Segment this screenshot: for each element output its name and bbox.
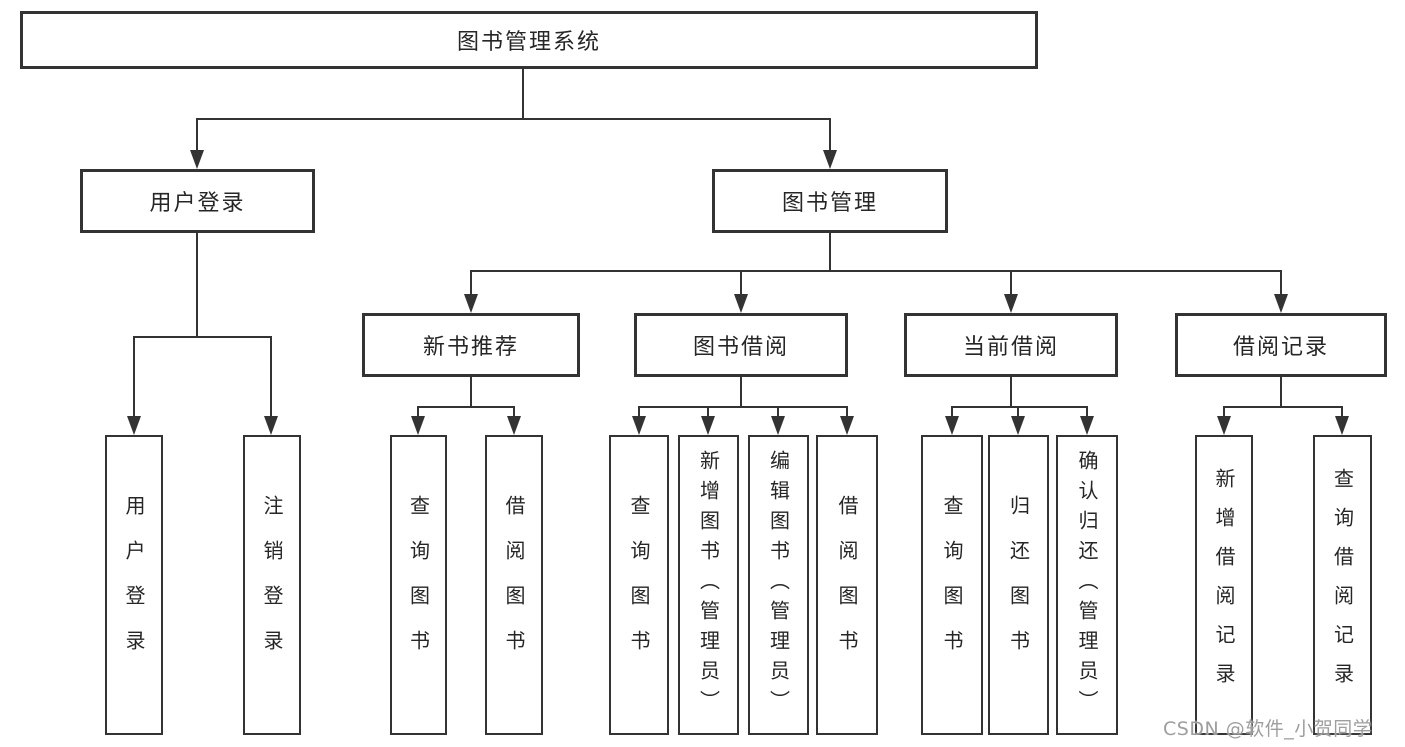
connector-line (522, 69, 524, 118)
leaf-current-confirm-admin-label: 确认归还（管理员） (1075, 450, 1099, 720)
leaf-logout: 注销登录 (243, 435, 301, 735)
leaf-borrow-query: 查询图书 (609, 435, 669, 735)
leaf-borrow-add-admin-label: 新增图书（管理员） (696, 450, 721, 720)
arrow-down-icon (1335, 416, 1349, 435)
arrow-down-icon (264, 416, 278, 435)
leaf-current-confirm-admin: 确认归还（管理员） (1056, 435, 1118, 735)
connector-line (1017, 406, 1019, 417)
arrow-down-icon (734, 294, 748, 313)
connector-line (270, 336, 272, 417)
connector-line (133, 336, 272, 338)
node-user-login-label: 用户登录 (149, 191, 246, 216)
connector-line (470, 270, 1282, 272)
arrow-down-icon (771, 416, 785, 435)
connector-line (1280, 270, 1282, 296)
node-new-book-rec: 新书推荐 (362, 313, 580, 377)
connector-line (777, 406, 779, 417)
arrow-down-icon (1217, 416, 1231, 435)
arrow-down-icon (507, 416, 521, 435)
connector-line (196, 233, 198, 336)
leaf-record-query-label: 查询借阅记录 (1330, 468, 1355, 702)
leaf-logout-label: 注销登录 (260, 495, 284, 675)
leaf-newbook-borrow-label: 借阅图书 (502, 495, 526, 675)
node-user-login: 用户登录 (80, 169, 315, 233)
leaf-record-add: 新增借阅记录 (1195, 435, 1253, 735)
arrow-down-icon (464, 294, 478, 313)
connector-line (1280, 377, 1282, 406)
leaf-record-query: 查询借阅记录 (1313, 435, 1372, 735)
leaf-borrow-edit-admin-label: 编辑图书（管理员） (766, 450, 791, 720)
leaf-current-query-label: 查询图书 (940, 495, 964, 675)
leaf-borrow-query-label: 查询图书 (627, 495, 651, 675)
connector-line (829, 118, 831, 152)
connector-line (1086, 406, 1088, 417)
connector-line (638, 406, 848, 408)
connector-line (470, 377, 472, 406)
connector-line (951, 406, 953, 417)
connector-line (513, 406, 515, 417)
leaf-borrow-edit-admin: 编辑图书（管理员） (748, 435, 809, 735)
arrow-down-icon (701, 416, 715, 435)
connector-line (707, 406, 709, 417)
arrow-down-icon (632, 416, 646, 435)
connector-line (638, 406, 640, 417)
arrow-down-icon (823, 150, 837, 169)
node-book-borrow-label: 图书借阅 (692, 335, 789, 360)
arrow-down-icon (840, 416, 854, 435)
node-book-mgmt-label: 图书管理 (781, 191, 878, 216)
leaf-borrow-add-admin: 新增图书（管理员） (678, 435, 739, 735)
arrow-down-icon (945, 416, 959, 435)
connector-line (1223, 406, 1343, 408)
connector-line (417, 406, 515, 408)
arrow-down-icon (1011, 416, 1025, 435)
arrow-down-icon (411, 416, 425, 435)
connector-line (196, 118, 198, 152)
leaf-record-add-label: 新增借阅记录 (1212, 468, 1236, 702)
connector-line (470, 270, 472, 296)
connector-line (846, 406, 848, 417)
leaf-newbook-query-label: 查询图书 (406, 495, 431, 675)
node-root-label: 图书管理系统 (456, 30, 601, 55)
node-current-borrow: 当前借阅 (904, 313, 1118, 377)
leaf-current-return-label: 归还图书 (1006, 495, 1031, 675)
connector-line (740, 270, 742, 296)
connector-line (1341, 406, 1343, 417)
arrow-down-icon (1080, 416, 1094, 435)
leaf-borrow-book-label: 借阅图书 (835, 495, 859, 675)
node-borrow-record: 借阅记录 (1175, 313, 1387, 377)
connector-line (1010, 270, 1012, 296)
arrow-down-icon (1004, 294, 1018, 313)
connector-line (740, 377, 742, 406)
node-new-book-rec-label: 新书推荐 (422, 335, 519, 360)
leaf-borrow-book: 借阅图书 (816, 435, 878, 735)
arrow-down-icon (1274, 294, 1288, 313)
connector-line (951, 406, 1088, 408)
node-root: 图书管理系统 (20, 11, 1038, 69)
connector-line (829, 233, 831, 271)
connector-line (1010, 377, 1012, 406)
connector-line (196, 118, 831, 120)
connector-line (417, 406, 419, 417)
arrow-down-icon (127, 416, 141, 435)
leaf-current-return: 归还图书 (988, 435, 1049, 735)
leaf-newbook-query: 查询图书 (390, 435, 447, 735)
connector-line (133, 336, 135, 417)
node-book-borrow: 图书借阅 (634, 313, 848, 377)
leaf-user-login-label: 用户登录 (122, 495, 146, 675)
leaf-user-login: 用户登录 (105, 435, 163, 735)
leaf-current-query: 查询图书 (921, 435, 983, 735)
node-borrow-record-label: 借阅记录 (1232, 335, 1329, 360)
leaf-newbook-borrow: 借阅图书 (485, 435, 543, 735)
node-book-mgmt: 图书管理 (712, 169, 948, 233)
csdn-watermark: CSDN @软件_小贺同学 (1163, 718, 1373, 740)
connector-line (1223, 406, 1225, 417)
node-current-borrow-label: 当前借阅 (962, 335, 1059, 360)
arrow-down-icon (190, 150, 204, 169)
